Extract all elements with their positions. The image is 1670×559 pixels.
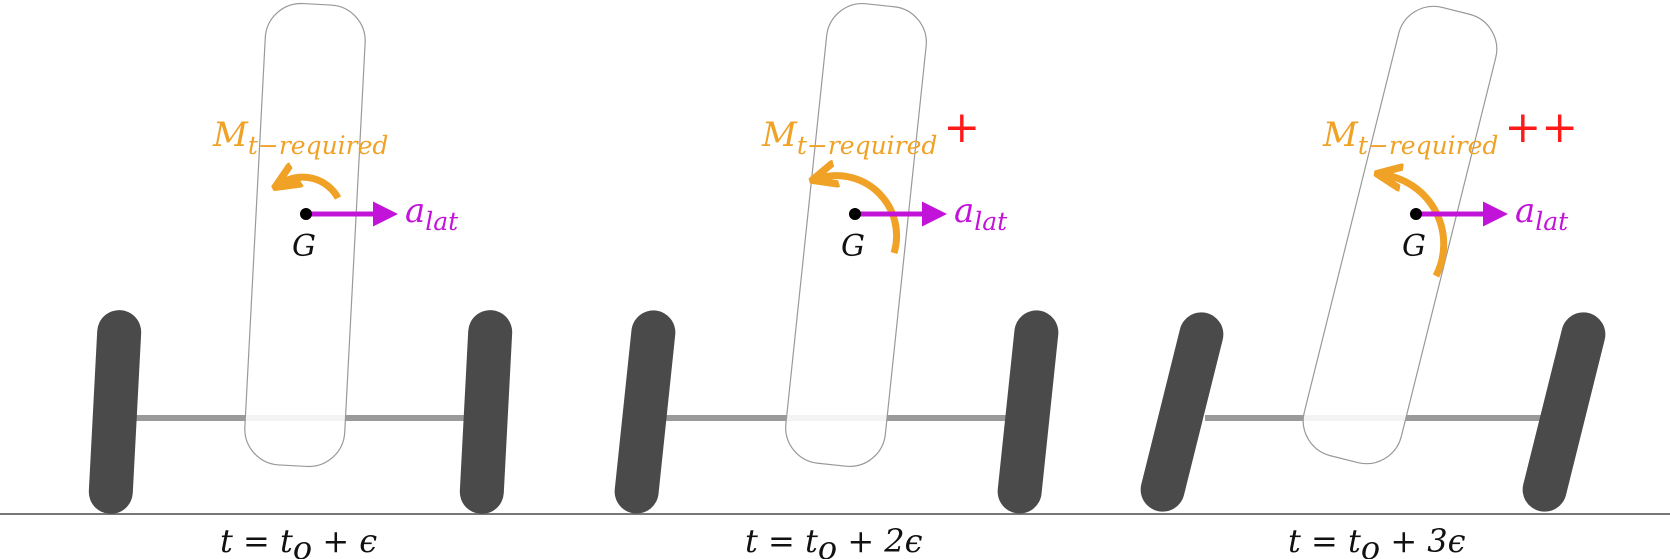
left-wheel [88,310,142,514]
time-label: t = to + ϵ [220,522,377,559]
right-wheel [459,310,513,514]
center-of-gravity-point [849,208,861,220]
moment-arrow [282,177,342,200]
moment-label: Mt−required++ [1322,102,1578,160]
panel-3: Mt−required++ alat G t = to + 3ϵ [1140,5,1606,559]
cog-label: G [292,229,316,264]
acceleration-label: alat [954,191,1008,236]
vehicle-body [785,3,927,467]
moment-label: Mt−required+ [761,102,980,160]
right-wheel [1522,312,1606,512]
left-wheel [1140,312,1224,512]
acceleration-label: alat [405,191,459,236]
moment-arrow [820,176,901,255]
vehicle-body [244,2,366,468]
right-wheel [997,310,1059,514]
vehicle-body [1302,5,1498,465]
center-of-gravity-point [300,208,312,220]
time-label: t = to + 2ϵ [745,522,923,559]
moment-label: Mt−required [212,115,388,160]
acceleration-label: alat [1515,191,1569,236]
cog-label: G [1402,229,1426,264]
center-of-gravity-point [1410,208,1422,220]
time-label: t = to + 3ϵ [1288,522,1466,559]
cog-label: G [841,229,865,264]
panel-1: Mt−required alat G t = to + ϵ [88,2,513,559]
panel-2: Mt−required+ alat G t = to + 2ϵ [614,3,1059,559]
left-wheel [614,310,676,514]
